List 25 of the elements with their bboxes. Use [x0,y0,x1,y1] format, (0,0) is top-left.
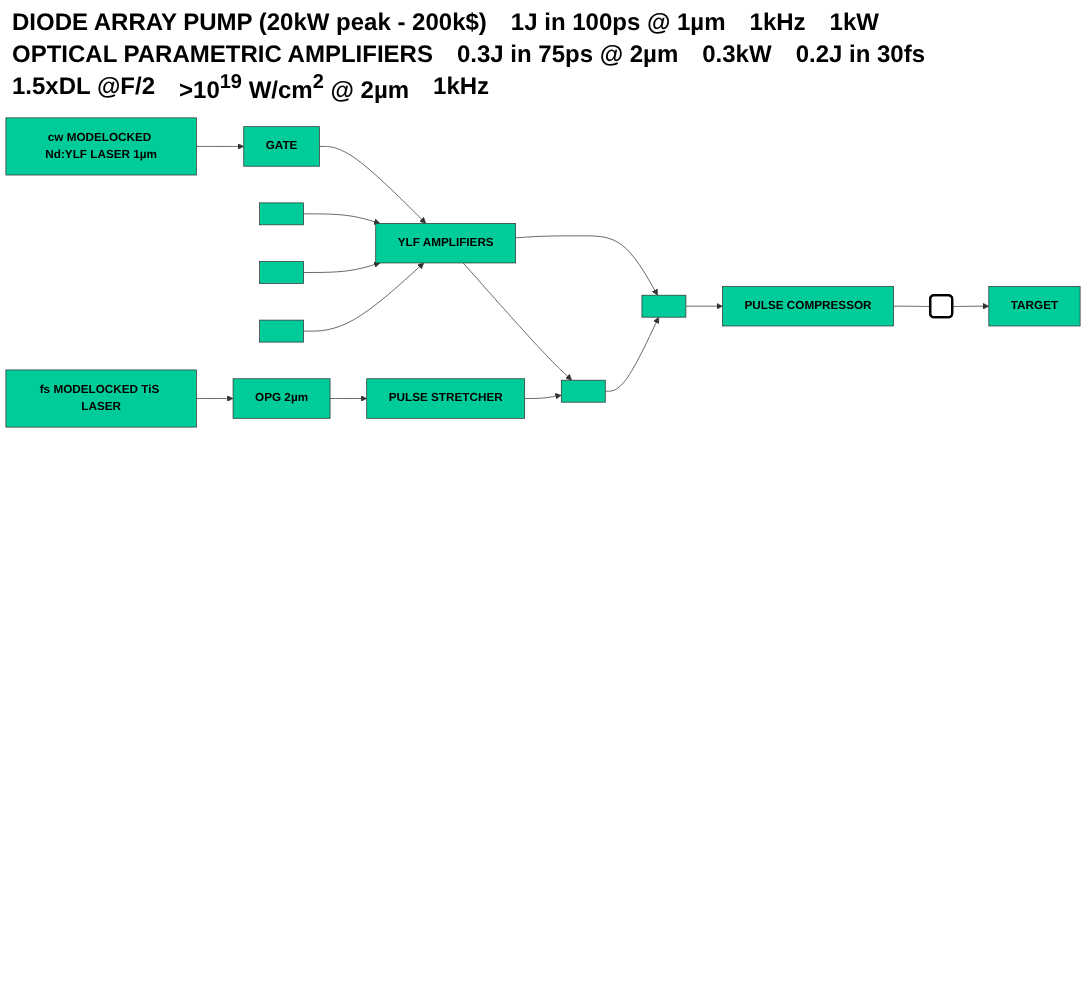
annotation-text: 1kHz [433,72,490,104]
annotation-text: 1kW [829,8,879,36]
annotation-text: 1.5xDL @F/2 [12,72,156,104]
node-box [5,369,197,428]
node-box [560,379,606,403]
annotation-text: 0.3J in 75ps @ 2µm [456,40,679,68]
node-box [259,319,304,343]
node-box [641,294,687,318]
node-box [366,378,526,419]
annotation-text: OPTICAL PARAMETRIC AMPLIFIERS [12,40,433,68]
annotation-text: >10$^{19}$ W/cm$^{2}$ @ 2µm [179,72,410,104]
annotation-text: 1kHz [749,8,806,36]
node-box [243,126,320,167]
annotation-text: 0.2J in 30fs [795,40,926,68]
node-box [722,286,894,327]
connector [893,305,931,307]
annotation-text: 1J in 100ps @ 1µm [510,8,726,36]
annotation-text: DIODE ARRAY PUMP (20kW peak - 200k$) [12,8,487,36]
node-box [232,378,331,419]
node-box [988,286,1081,327]
node-box [259,202,304,226]
annotation-text: 0.3kW [702,40,772,68]
node-box [259,261,304,284]
node-box [5,117,197,176]
node-box [375,223,517,264]
